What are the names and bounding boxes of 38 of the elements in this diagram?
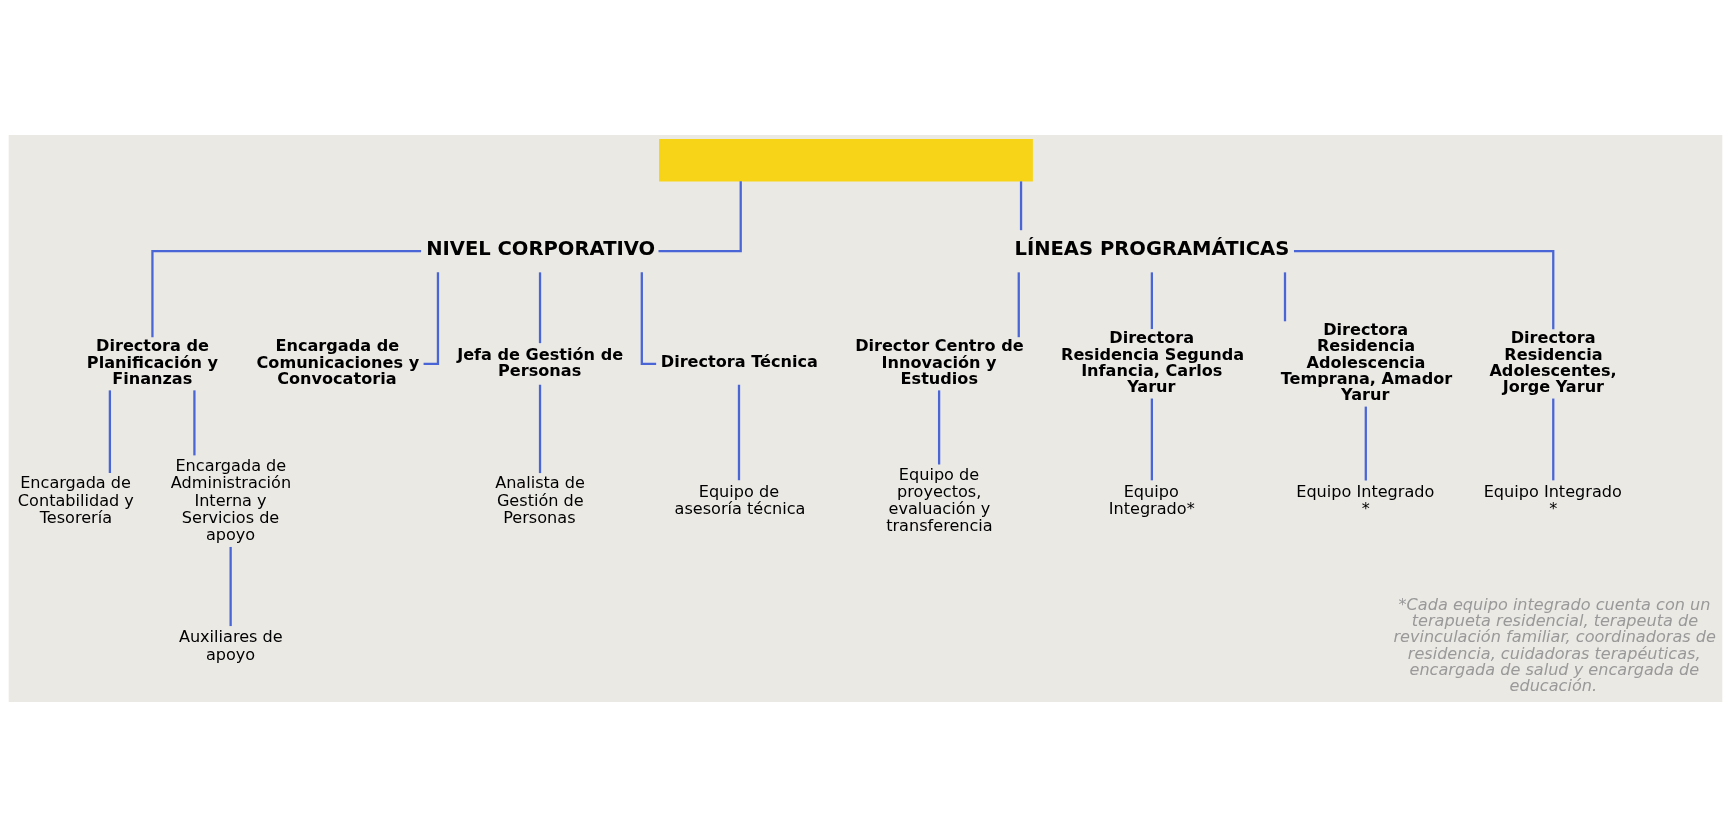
- connector: [1364, 406, 1367, 480]
- connector: [1017, 271, 1020, 337]
- node-text: NIVEL CORPORATIVO: [426, 236, 656, 260]
- node-text: Encargada de Contabilidad y Tesorería: [17, 472, 134, 527]
- node-text: Directora Residencia Segunda Infancia, Carlos Yarur: [1061, 327, 1245, 396]
- node-text: Encargada de Comunicaciones y Convocatoria: [256, 335, 420, 388]
- connector: [1019, 180, 1023, 230]
- node-text: Jefa de Gestión de Personas: [457, 344, 624, 380]
- node-text: Analista de Gestión de Personas: [495, 472, 585, 527]
- connector: [229, 546, 232, 626]
- connector: [151, 249, 422, 337]
- connector: [658, 180, 742, 252]
- node-text: Directora Residencia Adolescencia Temprana, Amador Yarur: [1280, 319, 1453, 404]
- connector: [1150, 271, 1154, 329]
- connector: [108, 389, 112, 473]
- connector: [193, 389, 196, 455]
- connector: [1283, 271, 1287, 321]
- node-text: Directora Técnica: [660, 351, 818, 371]
- label: *Cada equipo integrado cuenta con un terapueta residencial, terapeuta de revinculación familiar, coordinadoras de residencia, cuidadoras terapéuticas, encargada de salud y encargada de educación.: [1393, 594, 1716, 695]
- node-text: Equipo Integrado*: [1108, 481, 1195, 518]
- node-text: Equipo Integrado *: [1296, 481, 1435, 518]
- node-box: [659, 138, 1033, 182]
- connector: [737, 384, 741, 480]
- connector: [538, 271, 542, 343]
- node-text: Equipo de proyectos, evaluación y transferencia: [886, 464, 993, 535]
- node-text: Equipo de asesoría técnica: [674, 481, 806, 518]
- node-text: Director Centro de Innovación y Estudios: [855, 335, 1024, 388]
- connector: [538, 384, 542, 473]
- connector: [1552, 398, 1555, 480]
- node-text: LÍNEAS PROGRAMÁTICAS: [1014, 236, 1290, 260]
- node-text: Encargada de Administración Interna y Servicios de apoyo: [170, 455, 292, 544]
- connector: [1150, 398, 1154, 480]
- node-text: Directora de Planificación y Finanzas: [86, 335, 219, 388]
- node-text: Equipo Integrado *: [1483, 481, 1622, 518]
- connector: [1293, 249, 1555, 329]
- connector: [937, 389, 941, 464]
- node-text: Directora Residencia Adolescentes, Jorge Yarur: [1489, 327, 1617, 396]
- node-text: Auxiliares de apoyo: [178, 626, 283, 664]
